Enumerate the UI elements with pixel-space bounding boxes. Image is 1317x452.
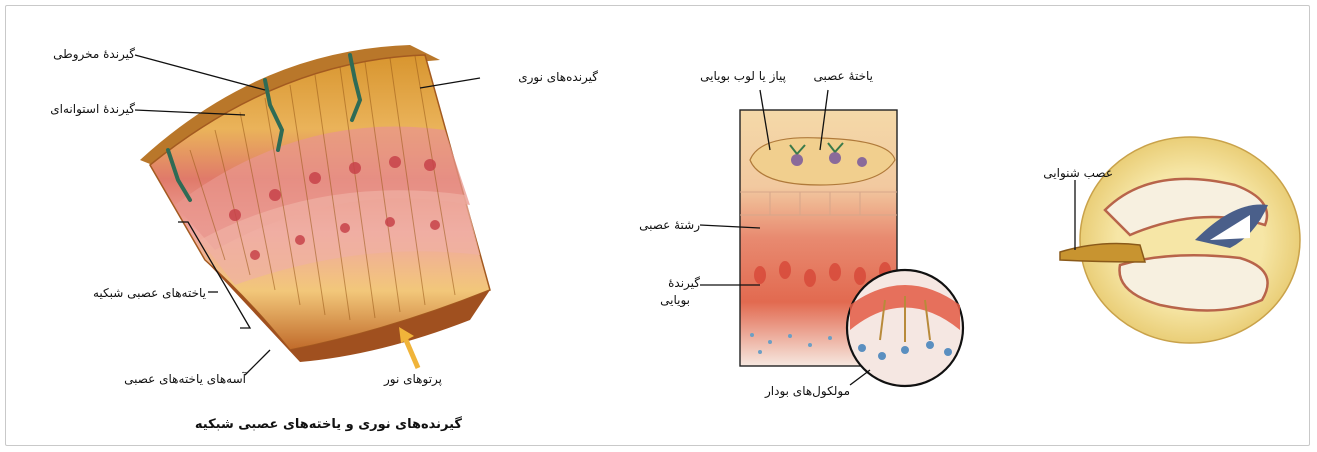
- axons-leader: [245, 350, 270, 375]
- cone-leader: [135, 55, 265, 90]
- olfactory-receptor-label-1: گیرندهٔ: [668, 276, 700, 291]
- auditory-nerve-shape: [1060, 244, 1145, 262]
- light-rays-label: پرتوهای نور: [383, 372, 442, 387]
- cochlea-bone: [1080, 137, 1300, 343]
- rod-receptor-label: گیرندهٔ استوانه‌ای: [50, 102, 135, 117]
- olfactory-neuron-label: یاختهٔ عصبی: [814, 69, 873, 83]
- auditory-nerve-label: عصب شنوایی: [1043, 166, 1113, 181]
- retina-illustration: گیرندهٔ مخروطی گیرندهٔ استوانه‌ای گیرنده…: [50, 45, 598, 432]
- olfactory-bulb-label: پیاز یا لوب بویایی: [700, 69, 786, 84]
- axons-label: آسه‌های یاخته‌های عصبی: [124, 371, 247, 386]
- retina-caption: گیرنده‌های نوری و یاخته‌های عصبی شبکیه: [195, 416, 463, 432]
- odor-molecules-label: مولکول‌های بودار: [764, 384, 850, 399]
- retinal-neurons-label: یاخته‌های عصبی شبکیه: [93, 286, 206, 300]
- olfactory-receptor-label-2: بویایی: [660, 293, 690, 308]
- cochlea-illustration: عصب شنوایی: [1043, 137, 1300, 343]
- nerve-fiber-label: رشتهٔ عصبی: [639, 218, 700, 233]
- olfactory-illustration: یاختهٔ عصبی پیاز یا لوب بویایی رشتهٔ عصب…: [639, 69, 963, 399]
- molecules-leader: [850, 370, 870, 385]
- cone-receptor-label: گیرندهٔ مخروطی: [53, 47, 135, 62]
- photoreceptors-label: گیرنده‌های نوری: [518, 70, 598, 85]
